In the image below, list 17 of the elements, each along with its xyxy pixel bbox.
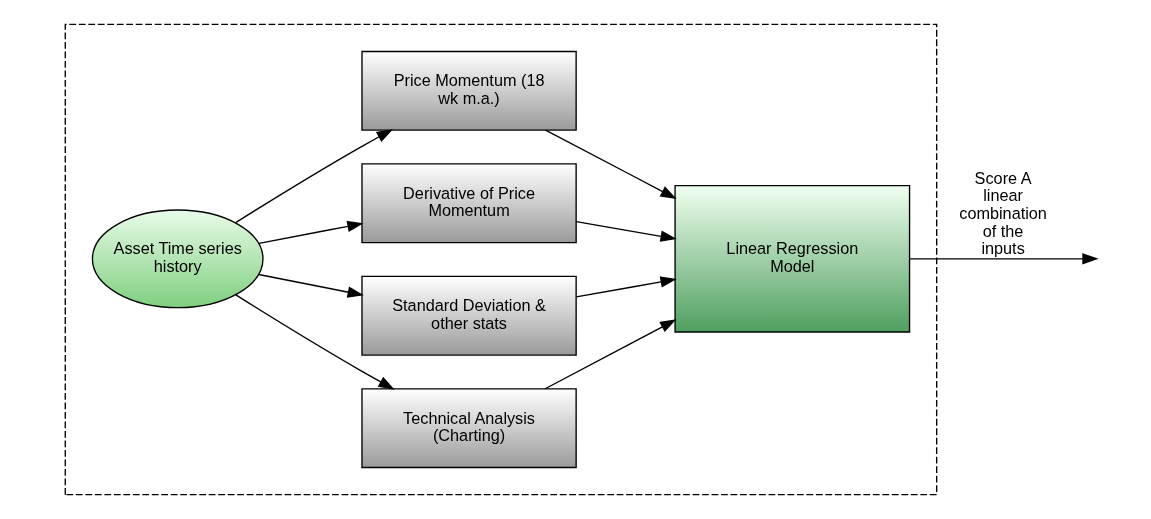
edge-label: Score A linear combination of the inputs — [958, 168, 1047, 258]
arrow — [575, 220, 677, 242]
node-ellipse: Asset Time series history — [91, 209, 264, 309]
arrow — [257, 273, 364, 298]
node-box: Linear Regression Model — [673, 184, 910, 333]
node-box: Technical Analysis (Charting) — [360, 388, 577, 469]
arrow — [234, 294, 395, 390]
arrow — [544, 319, 676, 390]
arrow — [544, 129, 677, 199]
arrow — [575, 276, 677, 298]
node-box: Price Momentum (18 wk m.a.) — [360, 50, 577, 131]
arrow — [234, 129, 393, 224]
arrow — [908, 253, 1099, 265]
node-box: Standard Deviation & other stats — [360, 275, 577, 356]
arrow — [257, 220, 364, 245]
cluster — [64, 23, 937, 496]
node-box: Derivative of Price Momentum — [360, 163, 577, 244]
